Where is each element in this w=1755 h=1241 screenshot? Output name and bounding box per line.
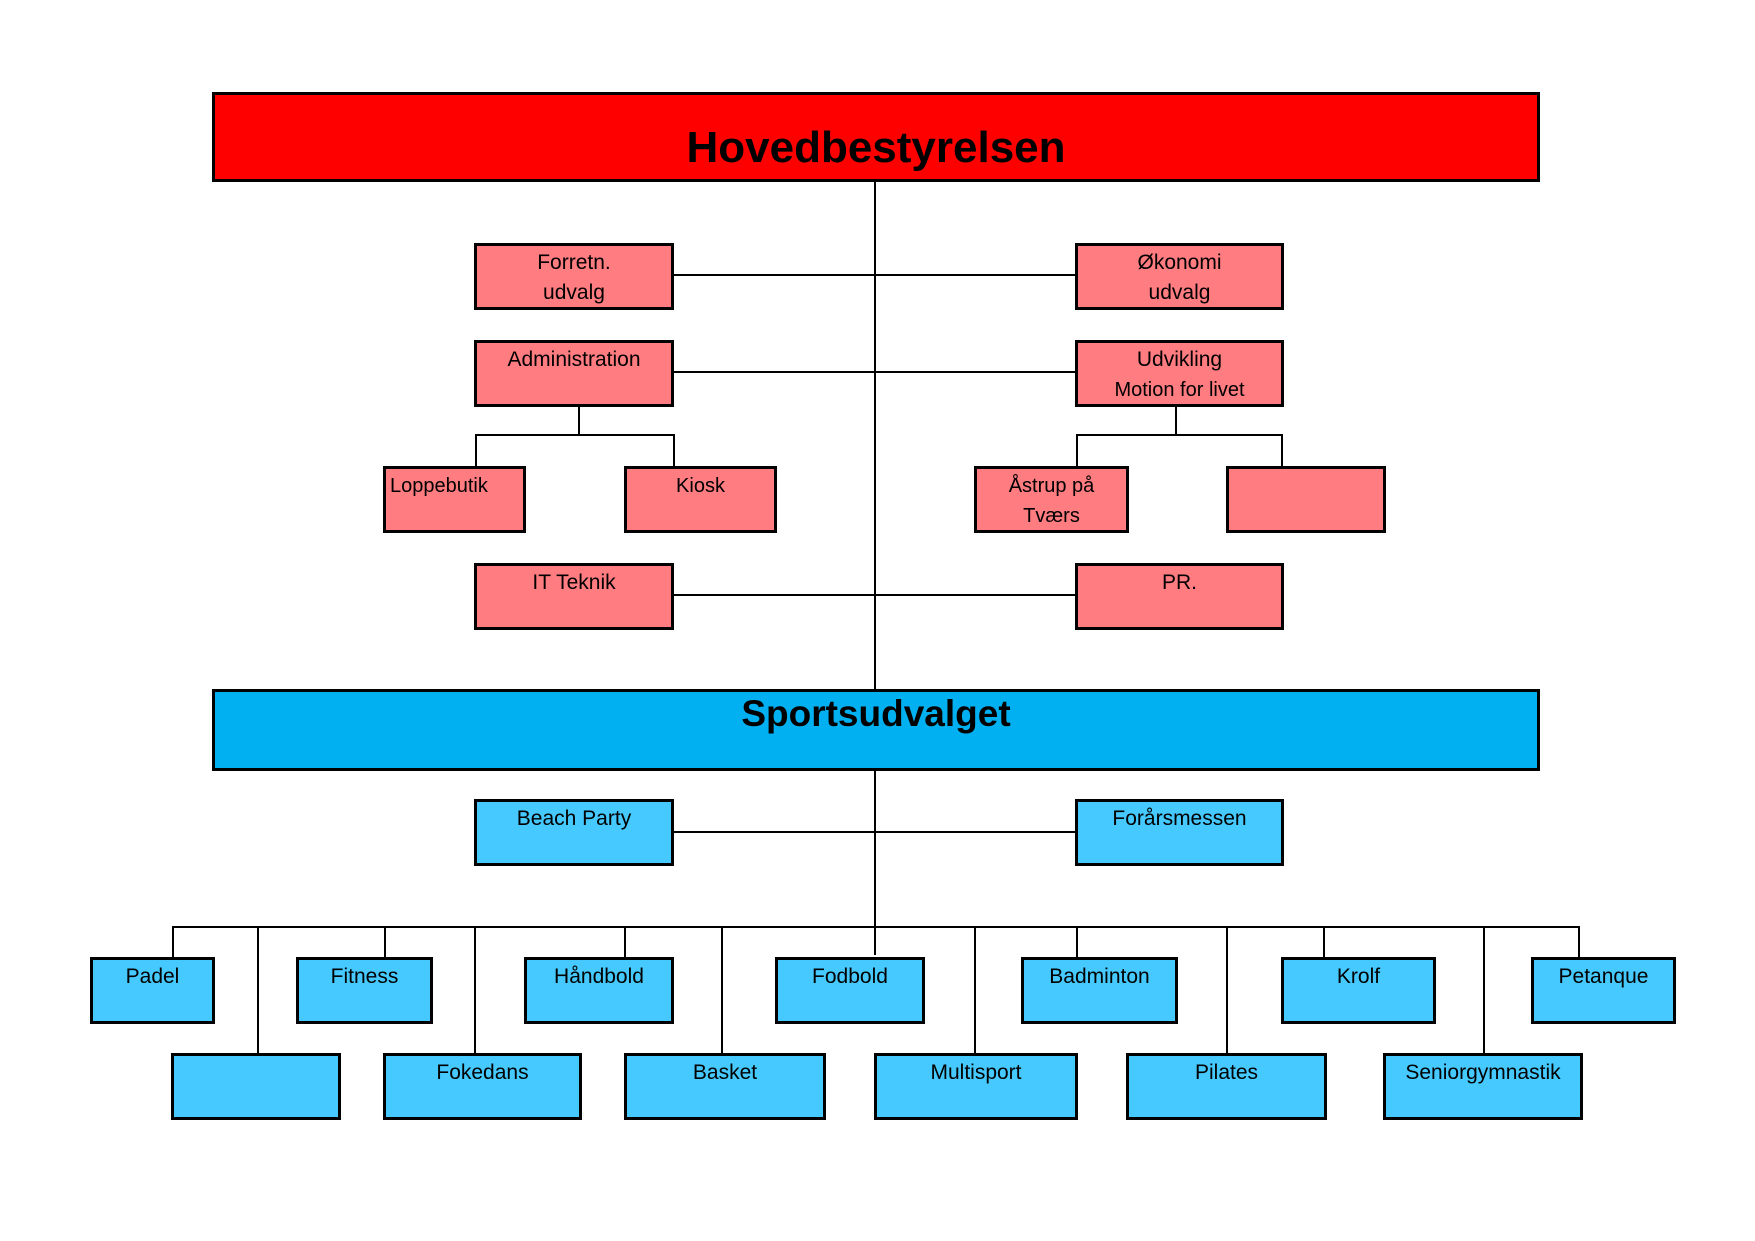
drop-pilates — [1226, 926, 1228, 1054]
activity-label: Håndbold — [554, 965, 644, 988]
connector-udvikling-down — [1175, 405, 1177, 435]
activities-bus-line — [172, 926, 1580, 928]
forarsmessen-box: Forårsmessen — [1075, 799, 1284, 866]
udvikling-box: Udvikling Motion for livet — [1075, 340, 1284, 407]
udvikling-label-1: Udvikling — [1136, 348, 1223, 371]
activity-blank — [171, 1053, 341, 1120]
activity-basket: Basket — [624, 1053, 826, 1120]
pr-label: PR. — [1161, 571, 1197, 594]
connector-forretn-okonomi — [673, 274, 1076, 276]
connector-admin-udvikling — [673, 371, 1076, 373]
administration-label: Administration — [507, 348, 641, 371]
activity-label: Multisport — [930, 1061, 1022, 1084]
activity-fitness: Fitness — [296, 957, 433, 1024]
activity-label: Fitness — [330, 965, 399, 988]
forarsmessen-label: Forårsmessen — [1112, 807, 1247, 830]
activity-label: Krolf — [1336, 965, 1381, 988]
activity-pilates: Pilates — [1126, 1053, 1327, 1120]
okonomi-label-1: Økonomi — [1137, 251, 1222, 274]
drop-blank-blue — [257, 926, 259, 1054]
drop-petanque — [1578, 926, 1580, 958]
connector-admin-down — [578, 405, 580, 435]
astrup-box: Åstrup på Tværs — [974, 466, 1129, 533]
it-teknik-box: IT Teknik — [474, 563, 674, 630]
drop-padel — [172, 926, 174, 958]
okonomi-label-2: udvalg — [1148, 281, 1211, 304]
activity-petanque: Petanque — [1531, 957, 1676, 1024]
astrup-label-2: Tværs — [1023, 505, 1080, 527]
activity-label: Badminton — [1049, 965, 1150, 988]
okonomi-udvalg-box: Økonomi udvalg — [1075, 243, 1284, 310]
connector-it-pr — [673, 594, 1076, 596]
drop-handbold — [624, 926, 626, 958]
drop-seniorgymnastik — [1483, 926, 1485, 1054]
administration-box: Administration — [474, 340, 674, 407]
drop-basket — [721, 926, 723, 1054]
activity-fodbold: Fodbold — [775, 957, 925, 1024]
forretn-label-1: Forretn. — [537, 251, 611, 274]
activity-label: Fokedans — [436, 1061, 529, 1084]
main-trunk-line — [874, 180, 876, 955]
forretn-udvalg-box: Forretn. udvalg — [474, 243, 674, 310]
blank-red-box — [1226, 466, 1386, 533]
activity-multisport: Multisport — [874, 1053, 1078, 1120]
activity-label: Fodbold — [812, 965, 888, 988]
sportsudvalget-title: Sportsudvalget — [741, 693, 1011, 734]
hovedbestyrelsen-title: Hovedbestyrelsen — [686, 123, 1066, 172]
activity-fokedans: Fokedans — [383, 1053, 582, 1120]
activity-seniorgymnastik: Seniorgymnastik — [1383, 1053, 1583, 1120]
drop-fokedans — [474, 926, 476, 1054]
connector-kiosk — [673, 434, 675, 467]
activity-label: Pilates — [1194, 1061, 1259, 1084]
drop-badminton — [1076, 926, 1078, 958]
astrup-label-1: Åstrup på — [1008, 475, 1095, 497]
beach-party-label: Beach Party — [516, 807, 632, 830]
connector-loppebutik — [475, 434, 477, 467]
connector-admin-bar — [475, 434, 675, 436]
activity-label: Padel — [125, 965, 180, 988]
sportsudvalget-box: Sportsudvalget — [212, 689, 1540, 771]
drop-fitness — [384, 926, 386, 958]
connector-udvikling-bar — [1076, 434, 1283, 436]
loppebutik-label: Loppebutik — [390, 475, 488, 497]
connector-beach-forarsmessen — [673, 831, 1076, 833]
drop-krolf — [1323, 926, 1325, 958]
drop-multisport — [974, 926, 976, 1054]
kiosk-label: Kiosk — [676, 475, 725, 497]
connector-astrup — [1076, 434, 1078, 467]
activity-label: Petanque — [1558, 965, 1649, 988]
udvikling-label-2: Motion for livet — [1114, 379, 1245, 401]
kiosk-box: Kiosk — [624, 466, 777, 533]
hovedbestyrelsen-box: Hovedbestyrelsen — [212, 92, 1540, 182]
activity-krolf: Krolf — [1281, 957, 1436, 1024]
activity-label: Basket — [692, 1061, 758, 1084]
activity-handbold: Håndbold — [524, 957, 674, 1024]
activity-label: Seniorgymnastik — [1405, 1061, 1561, 1084]
beach-party-box: Beach Party — [474, 799, 674, 866]
activity-badminton: Badminton — [1021, 957, 1178, 1024]
pr-box: PR. — [1075, 563, 1284, 630]
it-teknik-label: IT Teknik — [532, 571, 616, 594]
connector-blank-red — [1281, 434, 1283, 467]
loppebutik-box: Loppebutik — [383, 466, 526, 533]
activity-padel: Padel — [90, 957, 215, 1024]
forretn-label-2: udvalg — [543, 281, 605, 304]
